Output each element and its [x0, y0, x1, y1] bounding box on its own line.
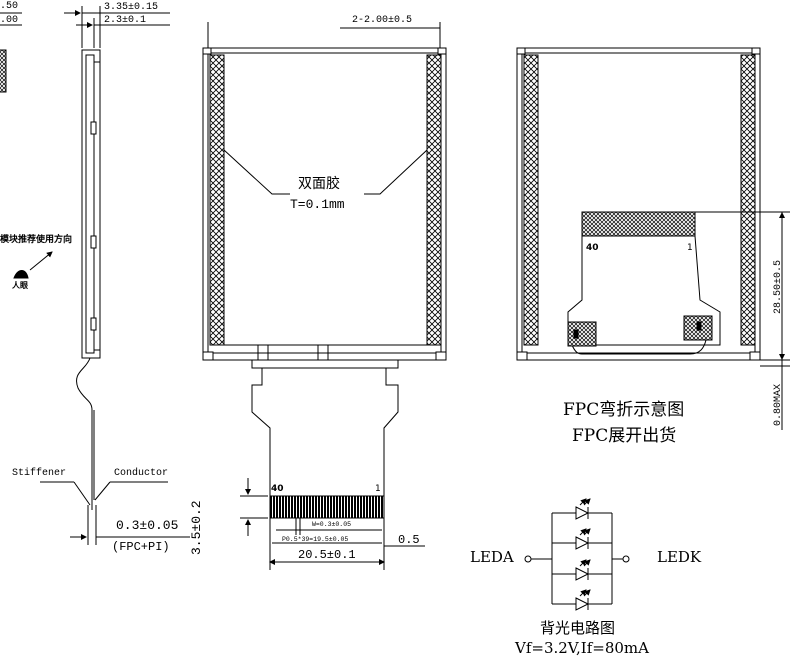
- leda-label: LEDA: [470, 548, 514, 566]
- caption-fpc-shipping: FPC展开出货: [572, 426, 677, 446]
- tape-label: 双面胶: [298, 176, 340, 192]
- left-dim-bottom: .00: [0, 15, 19, 26]
- backlight-circuit: [524, 498, 630, 611]
- left-edge-fragment: [0, 12, 22, 93]
- tape-gap-dim: 2-2.00±0.5: [352, 15, 413, 26]
- fpc-edge-offset-dim: 0.5: [398, 533, 420, 547]
- back-view: [516, 47, 790, 430]
- backlight-spec: Vf=3.2V,If=80mA: [515, 639, 649, 657]
- backlight-title: 背光电路图: [540, 619, 616, 637]
- viewing-direction-note: 模块推荐使用方向: [0, 235, 73, 245]
- tape-thickness: T=0.1mm: [290, 197, 345, 212]
- stiffener-height-dim: 3.5±0.2: [189, 500, 204, 555]
- conductor-label: Conductor: [114, 468, 169, 479]
- bend-dim: 28.50±0.5: [773, 259, 784, 314]
- side-view: [13, 6, 190, 545]
- back-pin-1-label: 1: [687, 243, 693, 253]
- pad-pitch-note: P0.5*39=19.5±0.05: [282, 536, 349, 543]
- ledk-label: LEDK: [657, 548, 702, 566]
- left-dim-top: .50: [0, 1, 19, 12]
- front-view: [202, 22, 447, 570]
- dim-total-thickness: 3.35±0.15: [104, 2, 159, 13]
- pad-width-note: W=0.3±0.05: [312, 521, 352, 528]
- fpc-material-label: (FPC+PI): [112, 540, 170, 554]
- max-thickness-dim: 0.80MAX: [773, 383, 784, 426]
- stiffener-label: Stiffener: [12, 468, 67, 479]
- front-pin-1-label: 1: [375, 484, 381, 494]
- back-pin-40-label: 40: [586, 243, 599, 253]
- led-diode: [552, 498, 612, 520]
- led-diode: [552, 589, 612, 611]
- caption-fpc-bend: FPC弯折示意图: [563, 400, 685, 420]
- fpc-thickness-dim: 0.3±0.05: [116, 518, 179, 533]
- dim-module-thickness: 2.3±0.1: [104, 15, 147, 26]
- led-diode: [552, 528, 612, 550]
- front-pin-40-label: 40: [271, 484, 284, 494]
- eye-label: 人眼: [12, 281, 28, 290]
- fpc-width-dim: 20.5±0.1: [298, 548, 356, 562]
- led-diode: [552, 559, 612, 581]
